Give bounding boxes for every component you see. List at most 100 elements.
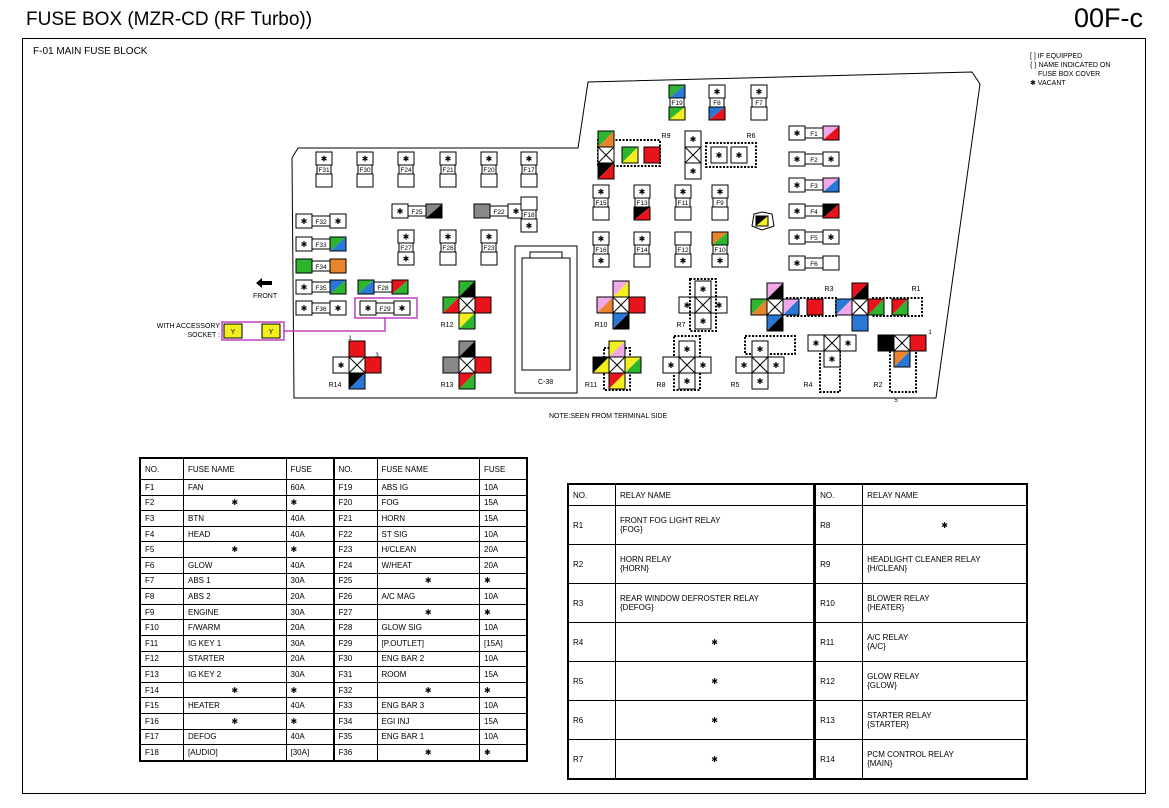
table-cell: BTN xyxy=(183,510,287,527)
relay-coil xyxy=(608,356,626,374)
front-arrow-icon xyxy=(256,278,272,288)
table-cell: 40A xyxy=(285,525,334,543)
svg-text:✱: ✱ xyxy=(399,304,406,313)
fuse-terminal: ✱ xyxy=(822,151,840,167)
svg-text:F14: F14 xyxy=(636,247,648,254)
svg-text:✱: ✱ xyxy=(794,129,801,138)
relay-terminal xyxy=(458,280,476,298)
fuse-terminal: ✱ xyxy=(520,218,538,233)
fuse-terminal xyxy=(439,251,457,266)
fuse-terminal: ✱ xyxy=(788,229,806,245)
table-cell: [30A] xyxy=(285,744,334,762)
table-cell: ✱ xyxy=(614,739,816,780)
table-cell: F13 xyxy=(139,666,184,683)
svg-text:✱: ✱ xyxy=(714,88,721,97)
svg-text:F13: F13 xyxy=(636,200,648,207)
relay-terminal: ✱ xyxy=(751,340,769,358)
relay-terminal xyxy=(624,356,642,374)
table-cell: F3 xyxy=(139,510,184,527)
table-cell: F27 xyxy=(332,603,378,621)
relay-coil xyxy=(458,296,476,314)
table-cell: ✱ xyxy=(285,541,334,558)
fuse-terminal xyxy=(329,279,347,295)
table-cell: R13 xyxy=(813,700,864,740)
relay-terminal xyxy=(835,298,853,316)
relay-terminal xyxy=(877,334,895,352)
svg-text:✱: ✱ xyxy=(365,304,372,313)
fuse-terminal: ✱ xyxy=(295,213,313,229)
table-cell: ✱ xyxy=(376,681,480,699)
fuse-table-header: NO. xyxy=(139,457,184,480)
svg-text:✱: ✱ xyxy=(301,304,308,313)
table-cell: EGI INJ xyxy=(376,712,480,730)
table-cell: R12 xyxy=(813,661,864,701)
fuse-f31: ✱F31 xyxy=(315,151,333,188)
fuse-f18: F18✱ xyxy=(520,196,538,233)
table-cell: ✱ xyxy=(376,744,480,762)
fuse-f14: ✱F14 xyxy=(633,231,651,268)
svg-text:✱: ✱ xyxy=(403,255,410,264)
svg-text:✱: ✱ xyxy=(335,217,342,226)
svg-text:R9: R9 xyxy=(662,133,671,140)
svg-text:F17: F17 xyxy=(523,167,535,174)
fuse-terminal xyxy=(357,279,375,295)
table-cell: 20A xyxy=(285,650,334,668)
svg-text:✱: ✱ xyxy=(486,155,493,164)
accessory-terminal xyxy=(261,323,281,339)
fuse-terminal xyxy=(668,84,686,99)
fuse-terminal xyxy=(397,173,415,188)
table-cell: 15A xyxy=(479,666,528,683)
fuse-terminal: ✱ xyxy=(295,236,313,252)
table-cell: HEATER xyxy=(183,697,287,714)
table-cell: R4 xyxy=(567,622,616,662)
relay-coil xyxy=(893,334,911,352)
relay-terminal xyxy=(750,298,768,316)
relay-coil xyxy=(458,356,476,374)
fuse-terminal xyxy=(633,206,651,221)
svg-text:R14: R14 xyxy=(329,382,342,389)
relay-terminal xyxy=(612,312,630,330)
svg-text:F23: F23 xyxy=(483,245,495,252)
fuse-terminal xyxy=(520,196,538,211)
table-cell: F18 xyxy=(139,744,184,762)
table-cell: F4 xyxy=(139,525,184,543)
fuse-box-outline xyxy=(291,71,981,399)
fuse-terminal: ✱ xyxy=(633,184,651,199)
relay-terminal xyxy=(621,146,639,164)
svg-text:F10: F10 xyxy=(714,247,726,254)
table-cell: F28 xyxy=(332,619,378,636)
fuse-f13: ✱F13 xyxy=(633,184,651,221)
relay-terminal xyxy=(612,280,630,298)
svg-text:1: 1 xyxy=(928,330,932,336)
connector-label: C-38 xyxy=(538,379,554,386)
table-cell: F5 xyxy=(139,541,184,558)
table-cell: F16 xyxy=(139,712,184,730)
table-cell: R3 xyxy=(567,583,616,623)
table-cell: F26 xyxy=(332,588,378,605)
relay-coil xyxy=(597,146,615,164)
relay-terminal xyxy=(474,356,492,374)
table-cell: F6 xyxy=(139,556,184,574)
fuse-terminal xyxy=(295,258,313,274)
svg-text:F3: F3 xyxy=(810,183,818,190)
table-cell: R7 xyxy=(567,739,616,780)
fuse-f27: ✱F27✱ xyxy=(397,229,415,266)
relay-terminal xyxy=(458,312,476,330)
svg-text:✱: ✱ xyxy=(690,167,697,176)
fuse-terminal xyxy=(674,206,692,221)
svg-text:R12: R12 xyxy=(441,322,454,329)
table-cell: ✱ xyxy=(376,572,480,590)
table-cell: ✱ xyxy=(285,494,334,512)
fuse-terminal: ✱ xyxy=(592,253,610,268)
fuse-terminal: ✱ xyxy=(788,151,806,167)
legend: [ ] IF EQUIPPED { } NAME INDICATED ON FU… xyxy=(1030,52,1110,88)
svg-text:F8: F8 xyxy=(713,100,721,107)
table-cell: 30A xyxy=(285,666,334,683)
